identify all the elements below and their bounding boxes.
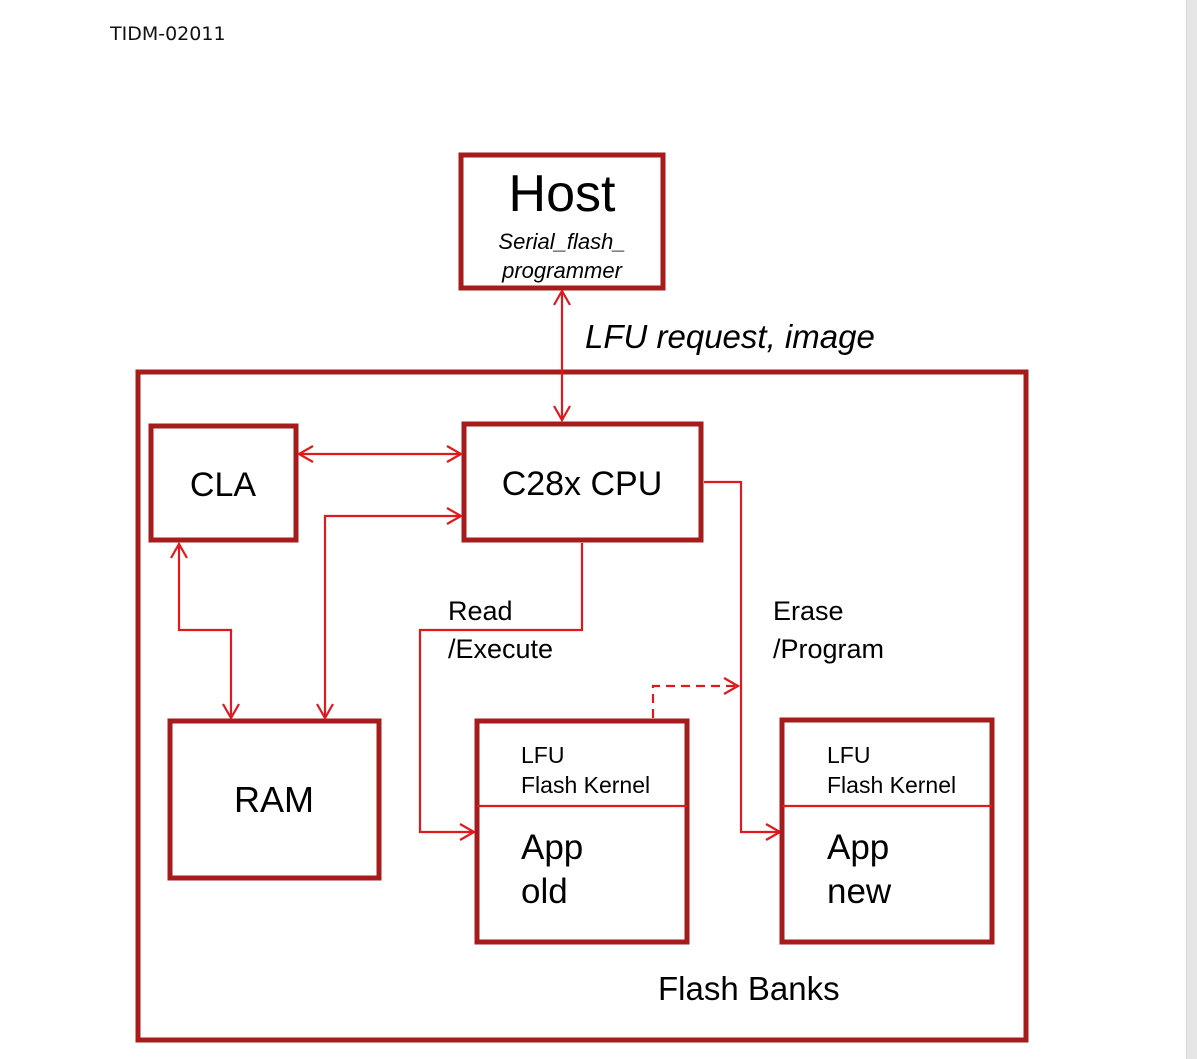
read-label-2: /Execute (448, 634, 553, 664)
host-subtitle-2: programmer (501, 258, 623, 283)
cla-box (148, 423, 299, 543)
flash-bank-new (779, 717, 995, 945)
bank-new-kernel-2: Flash Kernel (827, 772, 956, 798)
bank-old-app-2: old (521, 872, 568, 911)
erase-label-2: /Program (773, 634, 884, 664)
cla-label: CLA (190, 466, 256, 504)
host-title: Host (509, 165, 616, 223)
host-subtitle-1: Serial_flash_ (498, 229, 625, 254)
bank-new-app-2: new (827, 872, 892, 911)
read-label-1: Read (448, 596, 513, 626)
bank-old-kernel-1: LFU (521, 742, 564, 768)
flash-banks-label: Flash Banks (658, 970, 840, 1007)
flash-bank-old (474, 718, 690, 945)
read-execute-arrow (418, 543, 584, 841)
bank-old-app-1: App (521, 828, 583, 867)
erase-program-arrow (704, 480, 783, 841)
scrollbar-track[interactable] (1186, 0, 1197, 1059)
ram-box (167, 718, 382, 881)
ram-label: RAM (234, 779, 314, 820)
cpu-box (461, 421, 704, 543)
cla-ram-arrow (170, 541, 240, 721)
document-id: TIDM-02011 (110, 23, 226, 45)
link-label: LFU request, image (585, 318, 875, 355)
cpu-label: C28x CPU (502, 465, 663, 503)
erase-label-1: Erase (773, 596, 844, 626)
bank-new-app-1: App (827, 828, 889, 867)
cpu-ram-arrow (316, 507, 464, 721)
bank-old-kernel-2: Flash Kernel (521, 772, 650, 798)
host-box (458, 152, 666, 291)
bank-new-kernel-1: LFU (827, 742, 870, 768)
